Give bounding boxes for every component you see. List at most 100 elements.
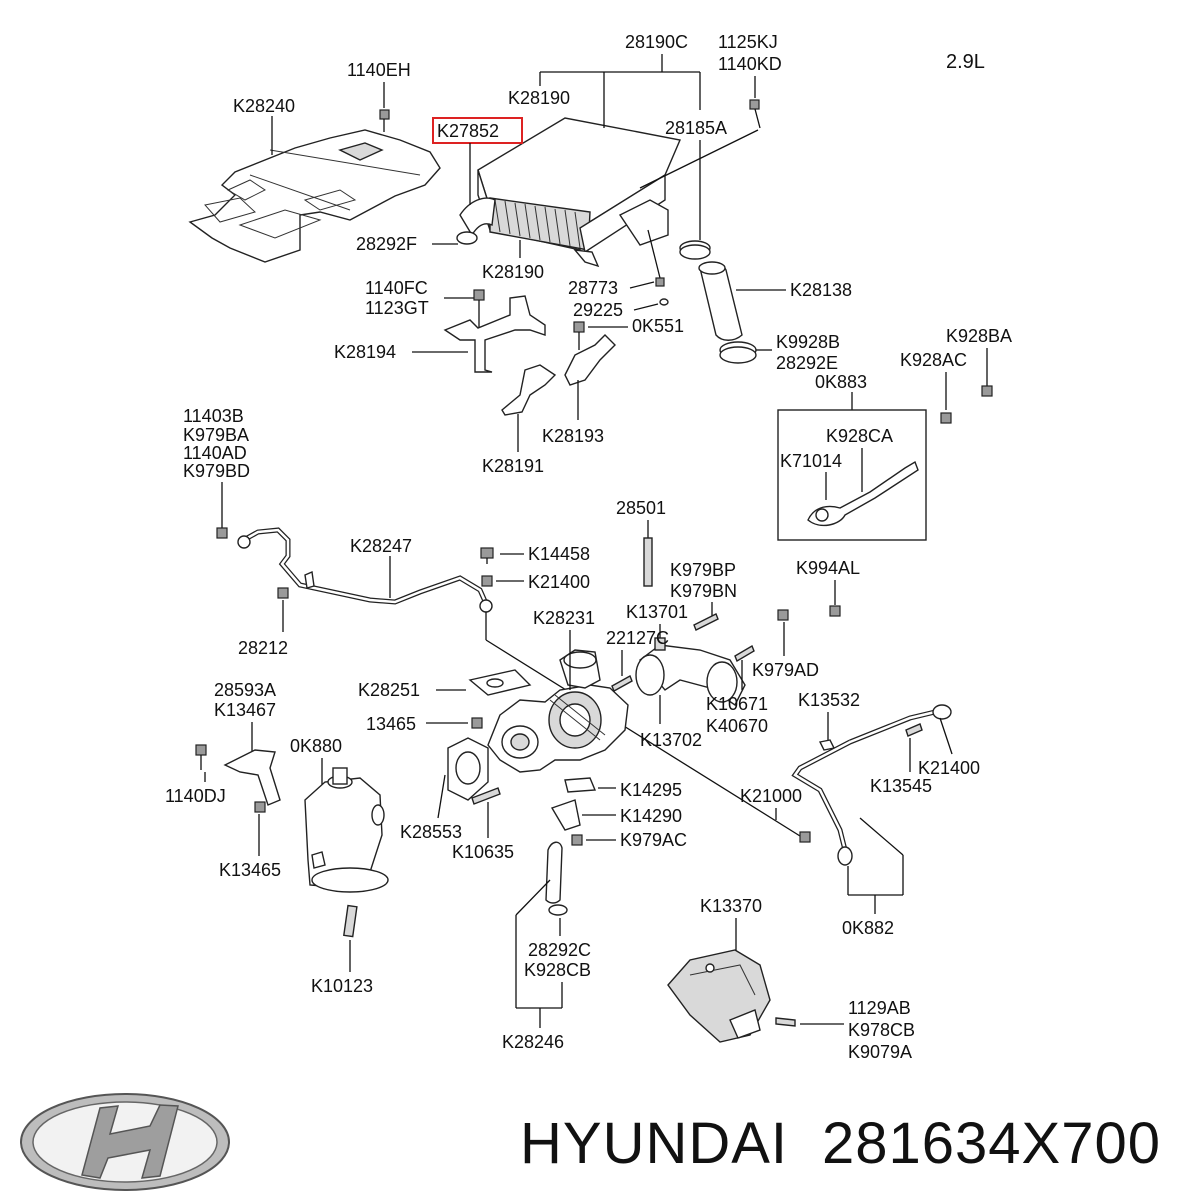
label-29225: 29225 — [573, 300, 623, 320]
stud-K10635-part — [471, 787, 501, 805]
bolt-K979AD-part — [734, 609, 789, 663]
label-K10671: K10671 — [706, 694, 768, 714]
label-K28240: K28240 — [233, 96, 295, 116]
label-K13701: K13701 — [626, 602, 688, 622]
label-K14458: K14458 — [528, 544, 590, 564]
label-1140AD: 1140AD — [183, 443, 247, 463]
bolt-0K551-part — [573, 321, 585, 350]
bolt-1125KJ-part — [749, 99, 761, 129]
label-1140EH: 1140EH — [347, 60, 411, 80]
label-28292F: 28292F — [356, 234, 417, 254]
label-K40670: K40670 — [706, 716, 768, 736]
elbow-0K880-part — [304, 767, 389, 893]
nut-K928BA-part — [981, 385, 993, 397]
label-K994AL: K994AL — [796, 558, 860, 578]
footer-brand: HYUNDAI — [520, 1111, 788, 1176]
label-1140DJ: 1140DJ — [165, 786, 226, 806]
stud-28501-part — [643, 537, 653, 587]
label-1140KD: 1140KD — [718, 54, 782, 74]
clamp-28185A-part — [679, 240, 711, 260]
label-0K880: 0K880 — [290, 736, 342, 756]
label-K13702: K13702 — [640, 730, 702, 750]
bolt-28773-part — [647, 229, 669, 306]
label-K979BD: K979BD — [183, 461, 250, 481]
label-K28247: K28247 — [350, 536, 412, 556]
label-K28190-bottom: K28190 — [482, 262, 544, 282]
clamp-K9928B-part — [719, 341, 757, 364]
turbocharger-part — [487, 649, 629, 773]
label-1125KJ: 1125KJ — [718, 32, 778, 52]
label-28292E: 28292E — [776, 353, 838, 373]
label-K928BA: K928BA — [946, 326, 1012, 346]
label-K13532: K13532 — [798, 690, 860, 710]
footer-part-number: 281634X700 — [822, 1111, 1161, 1176]
label-1123GT: 1123GT — [365, 298, 429, 318]
label-K928AC: K928AC — [900, 350, 967, 370]
label-K28138: K28138 — [790, 280, 852, 300]
label-K13465: K13465 — [219, 860, 281, 880]
bracket-K28191-part — [501, 364, 557, 416]
label-K979BA: K979BA — [183, 425, 249, 445]
nut-K928AC-part — [940, 412, 952, 424]
bolt-1140EH-part — [379, 109, 390, 132]
washer-K21400-top-part — [481, 575, 493, 587]
label-K928CA: K928CA — [826, 426, 893, 446]
return-pipe-0K882-part — [791, 704, 952, 866]
intercooler-part — [456, 117, 681, 268]
elbow-K13701-part — [635, 637, 746, 707]
label-K28231: K28231 — [533, 608, 595, 628]
label-11403B: 11403B — [183, 406, 244, 426]
label-K979AC: K979AC — [620, 830, 687, 850]
label-K21000: K21000 — [740, 786, 802, 806]
label-K28553: K28553 — [400, 822, 462, 842]
label-28501: 28501 — [616, 498, 666, 518]
gasket-K28251-part — [468, 669, 532, 696]
label-28773: 28773 — [568, 278, 618, 298]
bolt-K21000-part — [799, 831, 811, 843]
label-28190C: 28190C — [625, 32, 688, 52]
label-K9928B: K9928B — [776, 332, 840, 352]
label-K13370: K13370 — [700, 896, 762, 916]
hose-K28246-part — [545, 841, 568, 916]
label-13465: 13465 — [366, 714, 416, 734]
hyundai-logo-icon — [20, 1093, 230, 1191]
label-K28190-top: K28190 — [508, 88, 570, 108]
label-K979BP: K979BP — [670, 560, 736, 580]
label-K28246: K28246 — [502, 1032, 564, 1052]
gasket-K28553-part — [447, 737, 489, 801]
label-22127C: 22127C — [606, 628, 669, 648]
bolt-28212-part — [277, 587, 289, 599]
label-K13545: K13545 — [870, 776, 932, 796]
label-0K551: 0K551 — [632, 316, 684, 336]
stud-K10123-part — [343, 904, 358, 938]
label-0K882: 0K882 — [842, 918, 894, 938]
label-28593A: 28593A — [214, 680, 276, 700]
stud-22127C-part — [611, 675, 633, 692]
label-K978CB: K978CB — [848, 1020, 915, 1040]
bolt-1140DJ-part — [195, 744, 207, 770]
label-K28194: K28194 — [334, 342, 396, 362]
label-K13467: K13467 — [214, 700, 276, 720]
intercooler-fins — [494, 199, 581, 249]
label-K71014: K71014 — [780, 451, 842, 471]
label-1129AB: 1129AB — [848, 998, 911, 1018]
fitting-K14290-part — [550, 799, 581, 831]
bolt-K979BP-part — [693, 613, 719, 631]
bracket-K13532-part — [818, 739, 836, 751]
label-28185A: 28185A — [665, 118, 727, 138]
bolt-K14458-part — [480, 547, 494, 564]
bolt-11403B-part — [216, 527, 228, 539]
bracket-28593A-part — [223, 749, 281, 806]
engine-label: 2.9L — [946, 51, 985, 73]
bolt-K13545-part — [905, 723, 923, 737]
hose-K28138-part — [698, 261, 743, 341]
label-K28191: K28191 — [482, 456, 544, 476]
highlighted-part-box — [432, 117, 523, 144]
heat-shield-K13370-part — [667, 949, 771, 1043]
label-28212: 28212 — [238, 638, 288, 658]
nut-K994AL-part — [829, 605, 841, 617]
label-1140FC: 1140FC — [365, 278, 428, 298]
label-K10635: K10635 — [452, 842, 514, 862]
engine-cover-part — [188, 129, 441, 263]
